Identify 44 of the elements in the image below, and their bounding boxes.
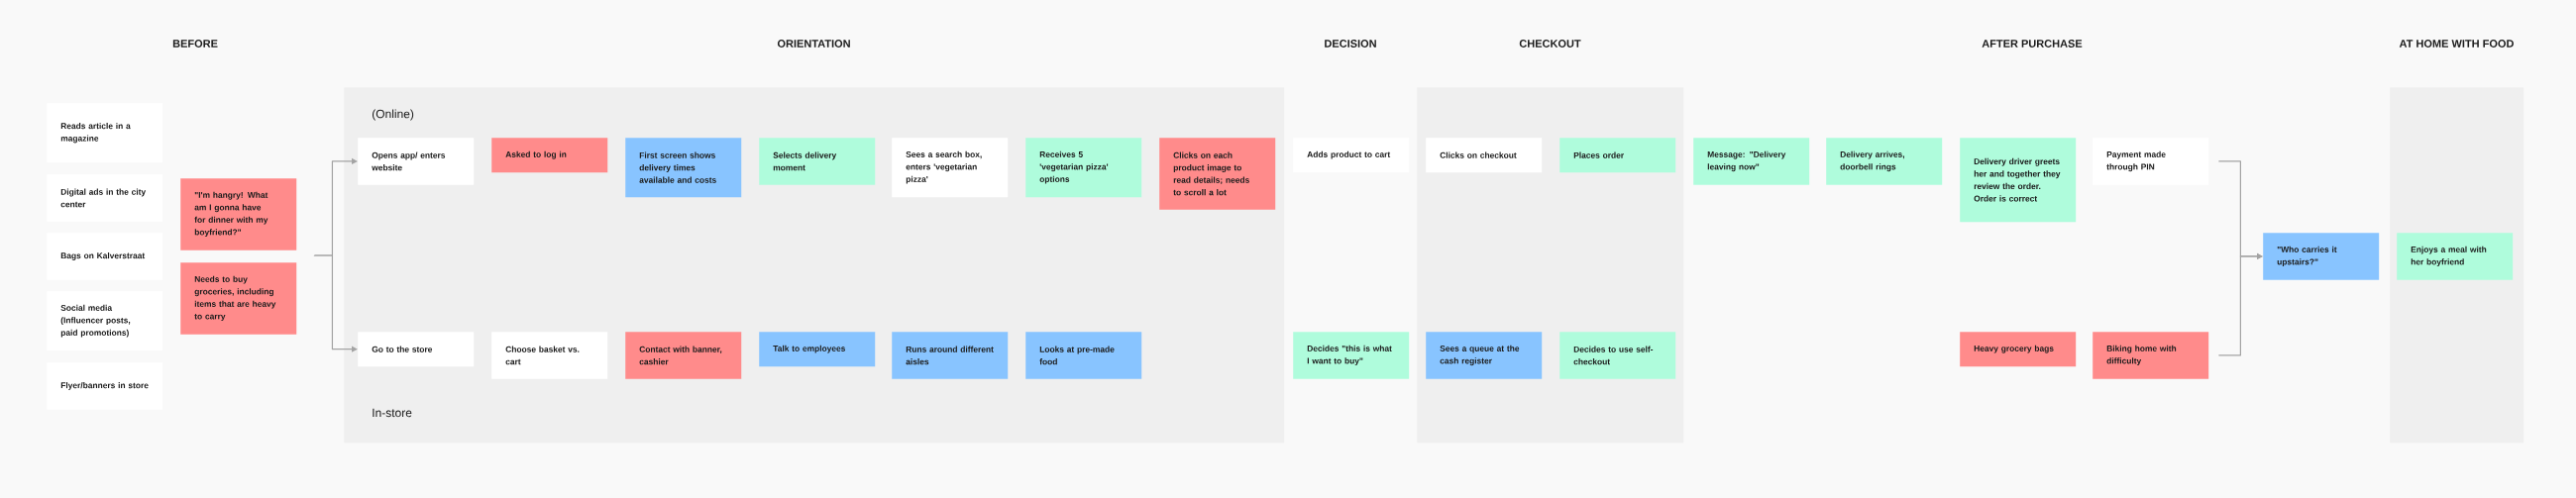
lane-label: In-store bbox=[373, 408, 412, 418]
arrow bbox=[2217, 252, 2263, 356]
sticky-note: "Who carries it upstairs?" bbox=[2263, 233, 2380, 280]
sticky-note: Runs around different aisles bbox=[892, 332, 1009, 379]
sticky-note: Sees a search box, enters 'vegetarian pizza' bbox=[892, 138, 1009, 198]
sticky-note: Clicks on checkout bbox=[1426, 138, 1543, 173]
sticky-note: Payment made through PIN bbox=[2093, 138, 2209, 185]
sticky-note: Digital ads in the city center bbox=[47, 174, 163, 222]
sticky-note: Reads article in a magazine bbox=[47, 103, 163, 163]
sticky-note: Receives 5 'vegetarian pizza' options bbox=[1025, 138, 1142, 198]
lane-label: (Online) bbox=[372, 109, 414, 121]
sticky-note: Contact with banner, cashier bbox=[625, 332, 742, 379]
sticky-note: Delivery driver greets her and together they review the order. Order is correct bbox=[1960, 138, 2077, 223]
sticky-note: Adds product to cart bbox=[1293, 138, 1410, 173]
sticky-note: "I'm hangry! What am I gonna have for dinner with my boyfriend?" bbox=[180, 178, 297, 250]
phase-heading: BEFORE bbox=[172, 40, 218, 48]
sticky-note: Places order bbox=[1559, 138, 1676, 173]
sticky-note: Message: "Delivery leaving now" bbox=[1693, 138, 1810, 185]
sticky-note: Asked to log in bbox=[491, 138, 608, 173]
phase-heading: AT HOME WITH FOOD bbox=[2399, 40, 2514, 48]
sticky-note: Go to the store bbox=[358, 332, 475, 367]
sticky-note: Enjoys a meal with her boyfriend bbox=[2397, 233, 2514, 280]
sticky-note: First screen shows delivery times available and costs bbox=[625, 138, 742, 198]
sticky-note: Opens app/ enters website bbox=[358, 138, 475, 185]
sticky-note: Talk to employees bbox=[759, 332, 876, 367]
sticky-note: Flyer/banners in store bbox=[47, 362, 163, 410]
sticky-note: Looks at pre-made food bbox=[1025, 332, 1142, 379]
sticky-note: Biking home with difficulty bbox=[2093, 332, 2209, 379]
sticky-note: Social media (Influencer posts, paid promotions) bbox=[47, 291, 163, 351]
sticky-note: Needs to buy groceries, including items that are heavy to carry bbox=[180, 262, 297, 335]
sticky-note: Clicks on each product image to read details; needs to scroll a lot bbox=[1159, 138, 1276, 210]
sticky-note: Decides "this is what I want to buy" bbox=[1293, 332, 1410, 379]
sticky-note: Sees a queue at the cash register bbox=[1426, 332, 1543, 379]
phase-heading: CHECKOUT bbox=[1519, 40, 1581, 48]
sticky-note: Delivery arrives, doorbell rings bbox=[1826, 138, 1943, 185]
sticky-note: Decides to use self-checkout bbox=[1559, 332, 1676, 379]
sticky-note: Selects delivery moment bbox=[759, 138, 876, 185]
phase-heading: DECISION bbox=[1325, 40, 1376, 48]
arrow bbox=[313, 254, 358, 352]
phase-heading: AFTER PURCHASE bbox=[1982, 40, 2083, 48]
sticky-note: Bags on Kalverstraat bbox=[47, 233, 163, 280]
phase-heading: ORIENTATION bbox=[777, 40, 850, 48]
sticky-note: Heavy grocery bags bbox=[1960, 332, 2077, 367]
sticky-note: Choose basket vs. cart bbox=[491, 332, 608, 379]
